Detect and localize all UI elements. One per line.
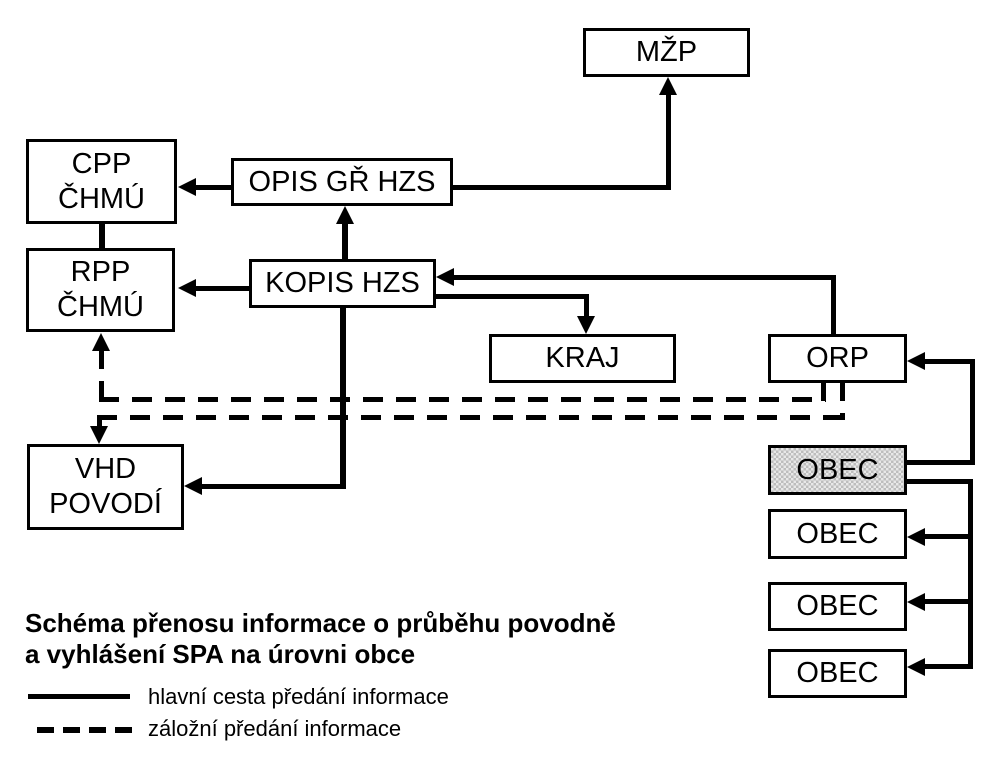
legend-solid-line-swatch <box>28 694 130 699</box>
edge-orp-to-rpp-dashed-stub <box>821 383 826 402</box>
node-obec-3-label: OBEC <box>796 590 879 622</box>
node-kraj-label: KRAJ <box>545 342 620 374</box>
diagram-title-line-1: Schéma přenosu informace o průběhu povod… <box>25 608 616 638</box>
edge-orp-to-kopis-hline <box>454 275 836 280</box>
edge-orp-to-kopis-arrowhead <box>436 268 454 286</box>
edge-orp-to-rpp-dashed-arrowhead <box>92 333 110 351</box>
node-opis-gr-hzs: OPIS GŘ HZS <box>231 158 453 206</box>
edge-obec-to-orp-hline-upper <box>925 359 975 364</box>
legend-dashed-line-swatch <box>37 727 133 733</box>
edge-obec-to-orp-hline-lower <box>907 460 975 465</box>
edge-kopis-to-kraj-arrowhead <box>577 316 595 334</box>
edge-obec-to-obec2-arrowhead <box>907 528 925 546</box>
node-obec-2: OBEC <box>768 509 907 559</box>
edge-opis-to-cpp-line <box>196 185 231 190</box>
node-rpp-chmu: RPP ČHMÚ <box>26 248 175 332</box>
node-vhd-povodi: VHD POVODÍ <box>27 444 184 530</box>
node-kopis-hzs: KOPIS HZS <box>249 259 436 308</box>
edge-obec-to-obec3-arrowhead <box>907 593 925 611</box>
edge-kopis-to-opis-line <box>342 222 348 259</box>
node-cpp-chmu: CPP ČHMÚ <box>26 139 177 224</box>
node-vhd-povodi-label-2: POVODÍ <box>49 488 162 520</box>
diagram-title-line-2: a vyhlášení SPA na úrovni obce <box>25 639 416 669</box>
legend-dashed-line-label: záložní předání informace <box>148 716 402 741</box>
edge-kopis-to-kraj-vline <box>584 294 589 317</box>
node-rpp-chmu-label-2: ČHMÚ <box>57 291 144 323</box>
legend-solid-line-label: hlavní cesta předání informace <box>148 684 449 709</box>
edge-obec-to-obec4-arrowhead <box>907 658 925 676</box>
edge-kopis-to-vhd-hline <box>202 484 346 489</box>
node-mzp-label: MŽP <box>635 36 698 68</box>
node-opis-gr-hzs-label: OPIS GŘ HZS <box>248 165 436 198</box>
node-obec-4: OBEC <box>768 649 907 698</box>
edge-cpp-to-rpp-line <box>99 224 105 248</box>
edge-orp-to-vhd-dashed-arrowhead <box>90 426 108 444</box>
node-kraj: KRAJ <box>489 334 676 383</box>
edge-opis-to-mzp-vline <box>666 93 671 190</box>
edge-orp-to-vhd-dashed-stub <box>840 383 845 420</box>
edge-obec-to-obec3-line <box>925 599 973 604</box>
node-kopis-hzs-label: KOPIS HZS <box>265 267 420 299</box>
diagram-title: Schéma přenosu informace o průběhu povod… <box>25 608 616 670</box>
edge-obec-to-obec2-line <box>925 534 973 539</box>
node-obec-2-label: OBEC <box>796 517 879 550</box>
edge-kopis-to-opis-arrowhead <box>336 206 354 224</box>
node-cpp-chmu-label-2: ČHMÚ <box>58 182 145 215</box>
edge-obec-to-orp-vline <box>970 359 975 465</box>
edge-orp-to-kopis-vline <box>831 275 836 334</box>
node-obec-3: OBEC <box>768 582 907 631</box>
node-orp: ORP <box>768 334 907 383</box>
node-obec-highlighted: OBEC <box>768 445 907 495</box>
edge-obec-to-orp-arrowhead <box>907 352 925 370</box>
node-obec-highlighted-label: OBEC <box>796 453 879 486</box>
edge-obec-trunk-hline <box>907 479 973 484</box>
edge-kopis-to-rpp-arrowhead <box>178 279 196 297</box>
edge-obec-to-obec4-line <box>925 664 973 669</box>
node-mzp: MŽP <box>583 28 750 77</box>
edge-kopis-to-rpp-line <box>196 286 249 291</box>
node-obec-4-label: OBEC <box>796 657 879 689</box>
edge-orp-to-rpp-dashed-vline <box>99 351 104 402</box>
edge-opis-to-cpp-arrowhead <box>178 178 196 196</box>
edge-kopis-to-kraj-hline <box>436 294 589 299</box>
edge-orp-to-vhd-dashed-vline <box>97 415 102 428</box>
node-vhd-povodi-label-1: VHD <box>74 453 137 485</box>
edge-opis-to-mzp-arrowhead <box>659 77 677 95</box>
node-rpp-chmu-label-1: RPP <box>70 256 131 288</box>
node-orp-label: ORP <box>806 342 869 374</box>
node-cpp-chmu-label-1: CPP <box>71 147 132 180</box>
edge-kopis-to-vhd-arrowhead <box>184 477 202 495</box>
edge-opis-to-mzp-hline <box>453 185 671 190</box>
edge-orp-to-vhd-dashed-hline <box>97 415 845 420</box>
edge-obec-trunk-vline <box>968 479 973 669</box>
edge-orp-to-rpp-dashed-hline <box>99 397 826 402</box>
